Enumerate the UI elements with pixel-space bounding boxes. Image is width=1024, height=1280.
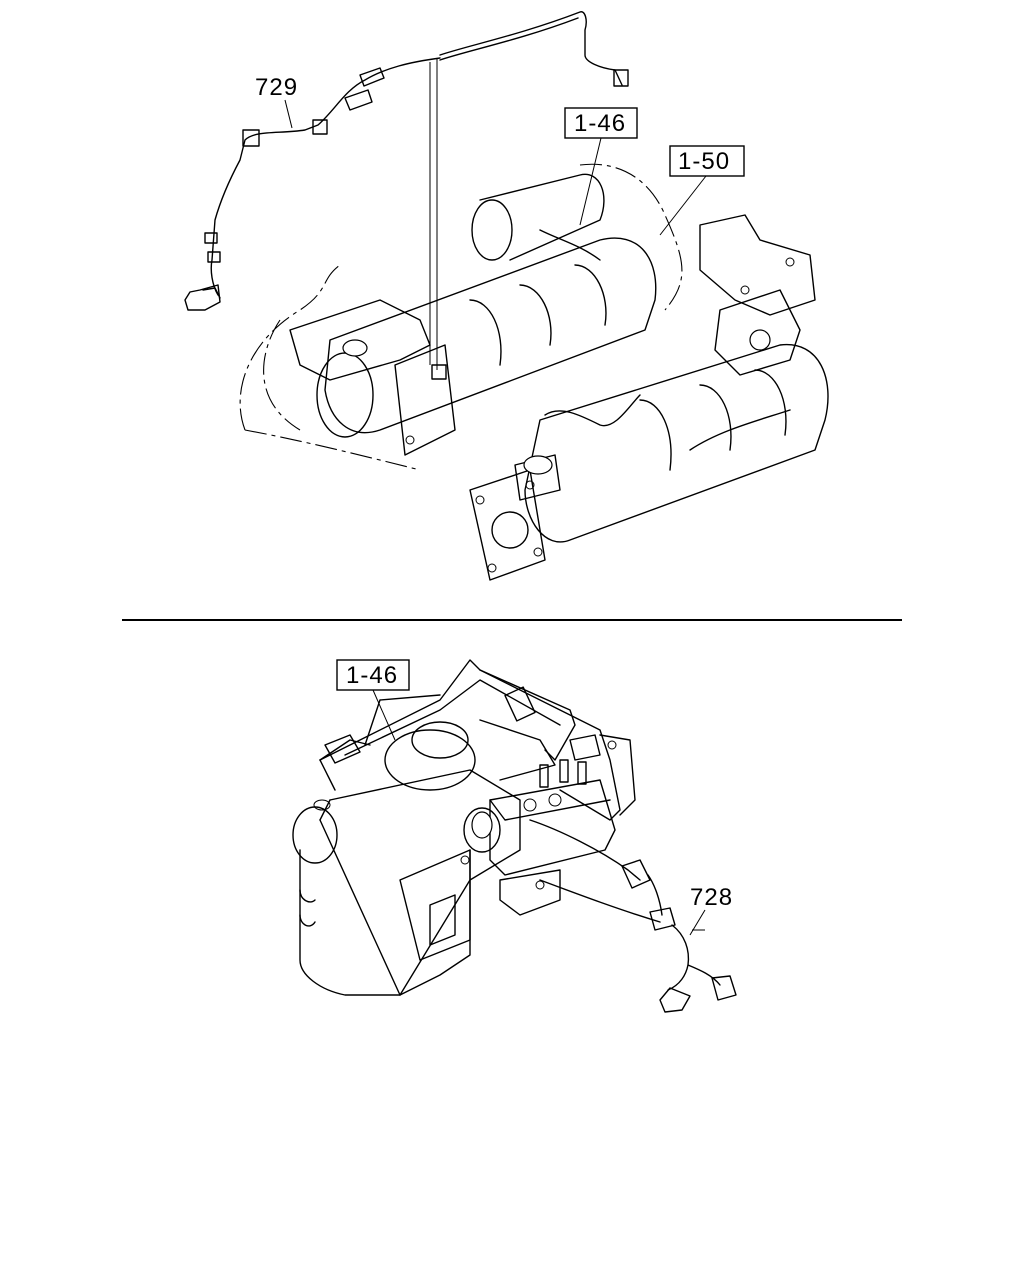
callout-729: 729 xyxy=(255,74,298,129)
part-number-729-label: 729 xyxy=(255,74,298,101)
callout-728: 728 xyxy=(689,884,733,936)
callout-ref-1-50[interactable]: 1-50 xyxy=(659,145,745,236)
callout-ref-1-46-bottom[interactable]: 1-46 xyxy=(336,659,410,741)
part-number-728-label: 728 xyxy=(690,884,733,911)
reference-1-46-label: 1-46 xyxy=(574,110,626,137)
top-assembly-drawing xyxy=(239,163,829,581)
callout-ref-1-46-top[interactable]: 1-46 xyxy=(564,107,638,226)
reference-1-46-bottom-label: 1-46 xyxy=(346,662,398,689)
harness-729 xyxy=(184,11,629,380)
reference-1-50-label: 1-50 xyxy=(678,148,730,175)
bottom-assembly-drawing xyxy=(292,659,636,996)
harness-728 xyxy=(529,819,737,1013)
